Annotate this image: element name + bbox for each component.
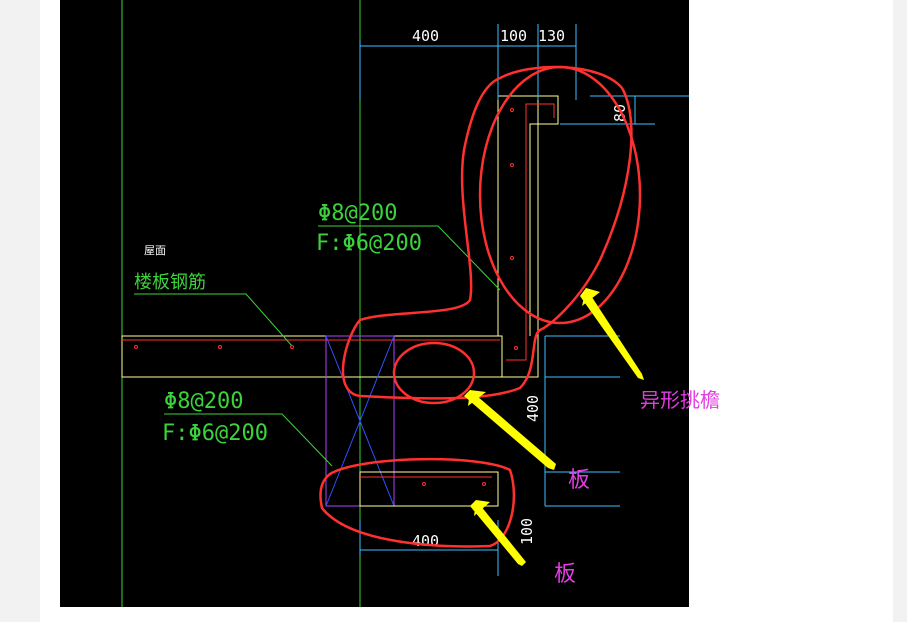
annotation-slab-1: 板 bbox=[568, 468, 591, 493]
upper-rebar-main: Φ8@200 bbox=[318, 201, 397, 226]
lower-slab bbox=[359, 471, 499, 507]
annotation-slab-2: 板 bbox=[554, 562, 577, 587]
dim-vert-400: 400 bbox=[524, 395, 542, 422]
column-cross-b bbox=[325, 335, 395, 507]
leader-lower bbox=[164, 413, 333, 467]
floor-rebar-label: 楼板钢筋 bbox=[134, 272, 206, 293]
lower-slab-markup bbox=[319, 457, 516, 548]
leader-floor bbox=[134, 293, 293, 347]
floor-slab bbox=[121, 335, 503, 378]
eave-ellipse bbox=[478, 65, 642, 325]
dim-right-80: 80 bbox=[611, 104, 629, 122]
red-markup bbox=[319, 65, 642, 548]
eave-rebar bbox=[506, 103, 555, 361]
cad-drawing: 400 100 130 80 400 100 400 屋面 楼板钢筋 Φ8@20… bbox=[60, 0, 689, 607]
upper-rebar-dist: F:Φ6@200 bbox=[316, 231, 422, 256]
yellow-arrows bbox=[464, 288, 644, 566]
dim-bottom-400: 400 bbox=[412, 532, 439, 550]
dim-top-400: 400 bbox=[412, 27, 439, 45]
annotation-special-eave: 异形挑檐 bbox=[640, 388, 720, 412]
eave-outline bbox=[497, 95, 559, 336]
slab-ellipse bbox=[392, 341, 476, 405]
roof-label: 屋面 bbox=[144, 244, 166, 257]
arrow-slab-1 bbox=[464, 390, 556, 470]
drawing-canvas: 400 100 130 80 400 100 400 屋面 楼板钢筋 Φ8@20… bbox=[121, 0, 689, 607]
rebar-dots bbox=[134, 108, 518, 486]
dim-vert-100: 100 bbox=[518, 518, 536, 545]
arrow-slab-2 bbox=[470, 500, 526, 566]
eave-outline-outer bbox=[498, 95, 558, 378]
dim-top-130: 130 bbox=[538, 27, 565, 45]
dim-top-100: 100 bbox=[500, 27, 527, 45]
leader-upper bbox=[318, 225, 501, 291]
lower-rebar-dist: F:Φ6@200 bbox=[162, 421, 268, 446]
dimension-lines bbox=[359, 24, 689, 576]
lower-rebar-main: Φ8@200 bbox=[164, 389, 243, 414]
arrow-eave bbox=[580, 288, 644, 380]
